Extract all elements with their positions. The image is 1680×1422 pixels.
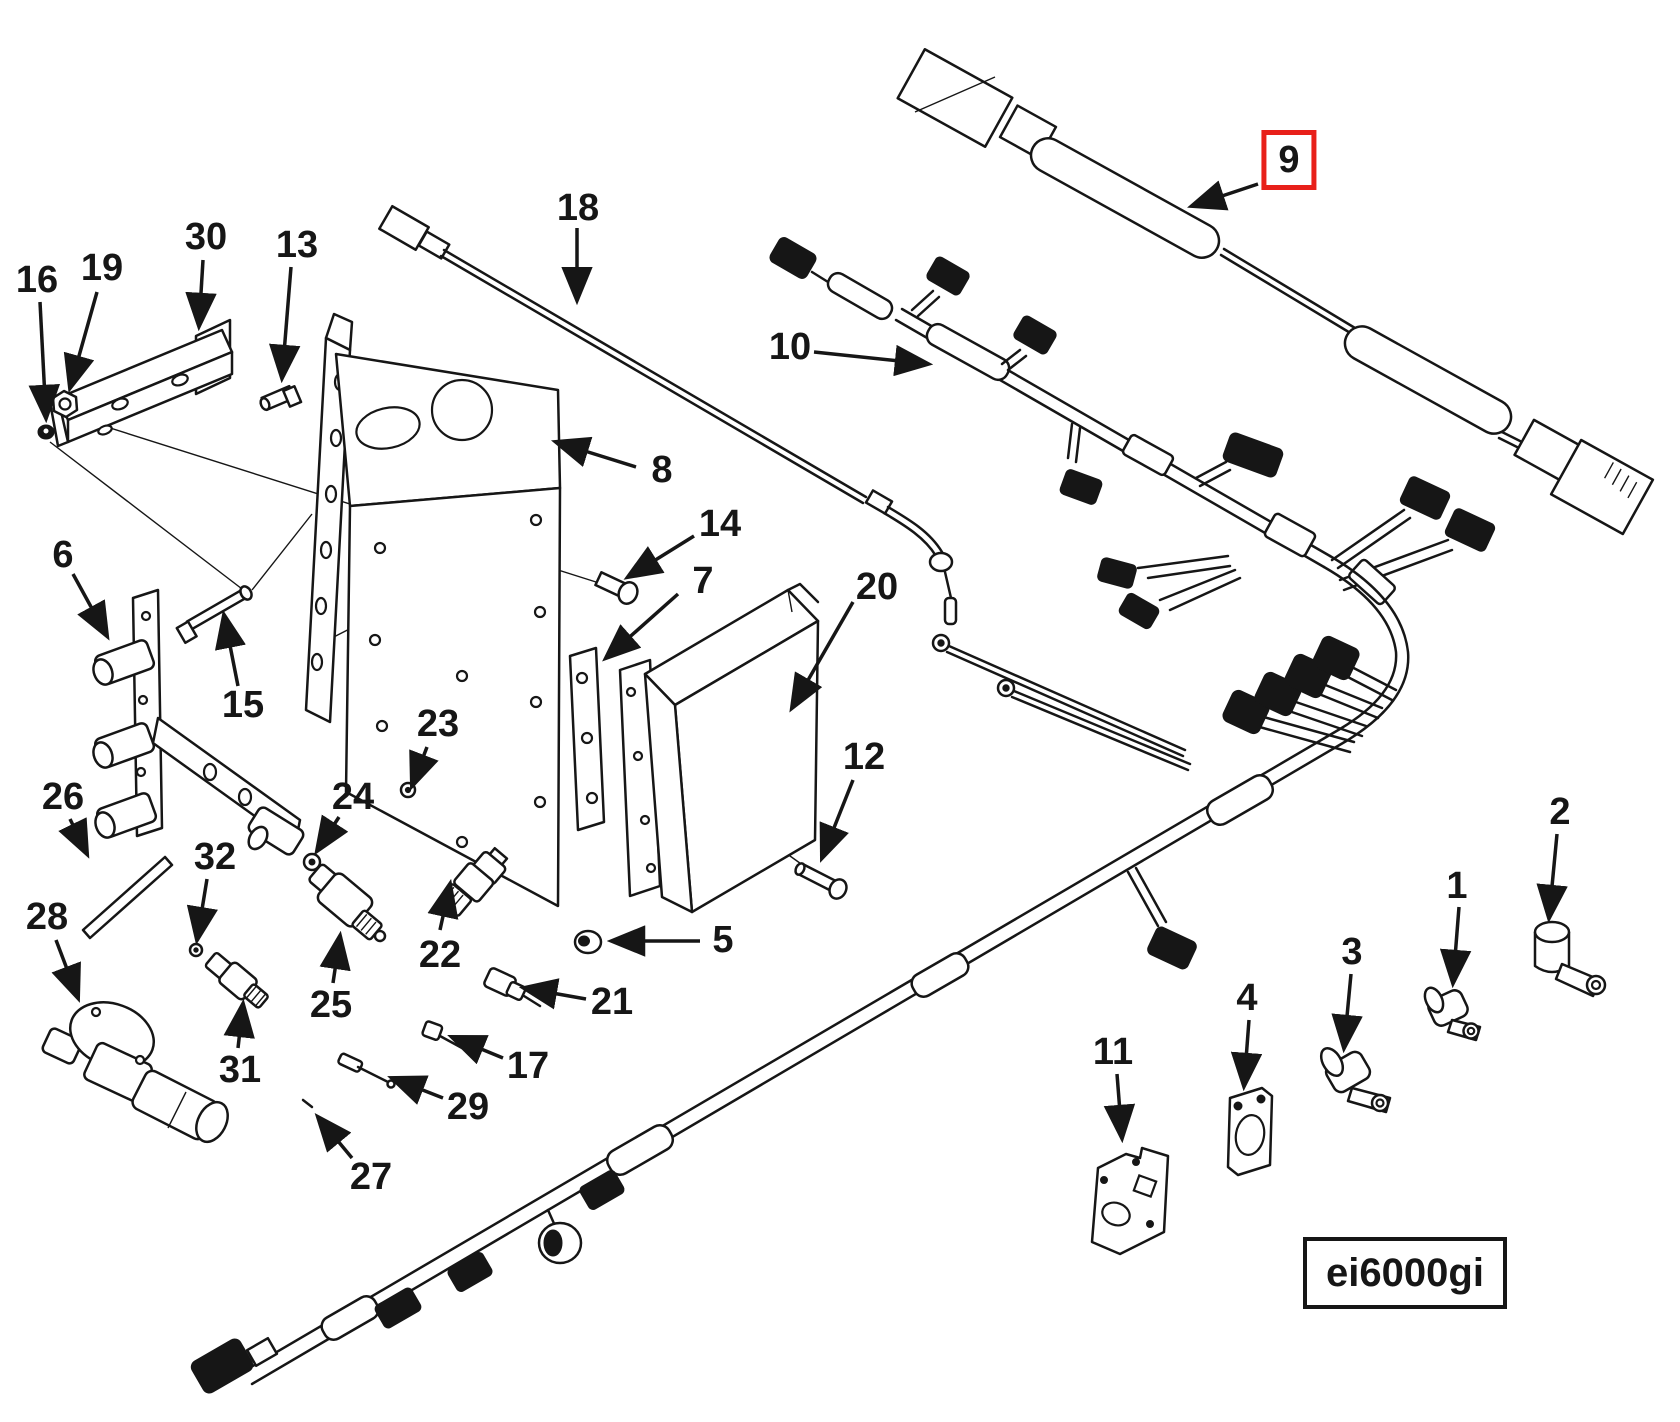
callout-label-15[interactable]: 15 [221,684,265,726]
callout-label-19[interactable]: 19 [80,247,124,289]
part-15-bolt [175,585,253,645]
part-24-washer [302,852,322,872]
callout-arrow-19 [63,291,99,394]
callout-label-25[interactable]: 25 [309,984,353,1026]
callout-arrow-3 [1331,973,1363,1054]
callout-arrow-13 [268,266,301,384]
callout-label-26[interactable]: 26 [41,776,85,818]
callout-label-27[interactable]: 27 [349,1156,393,1198]
callout-label-20[interactable]: 20 [855,566,899,608]
part-18-sensor-cable [378,204,958,626]
callout-arrow-16 [28,301,61,424]
callout-label-21[interactable]: 21 [590,981,634,1023]
callout-arrow-21 [518,978,587,1010]
callout-arrow-31 [223,998,255,1049]
callout-label-31[interactable]: 31 [218,1049,262,1091]
callout-arrow-12 [819,779,855,863]
callout-arrow-26 [58,817,90,859]
callout-label-14[interactable]: 14 [698,503,742,545]
part-19-flange-nut [51,389,79,419]
part-14-bolt [594,571,639,605]
part-2-clamp [1533,920,1607,998]
callout-label-10[interactable]: 10 [768,326,812,368]
callout-arrow-32 [186,878,218,946]
callout-label-2[interactable]: 2 [1549,791,1571,833]
callout-label-11[interactable]: 11 [1092,1031,1134,1073]
callout-label-7[interactable]: 7 [692,560,714,602]
part-32-washer [188,942,204,958]
callout-label-8[interactable]: 8 [651,449,673,491]
callout-label-12[interactable]: 12 [842,736,886,778]
callout-arrow-17 [447,1035,504,1065]
part-31-sensor [204,952,269,1009]
callout-label-32[interactable]: 32 [193,836,237,878]
callout-arrow-14 [623,534,695,580]
part-9-extension-cable [896,48,1655,536]
callout-label-16[interactable]: 16 [15,259,59,301]
callout-label-5[interactable]: 5 [712,919,734,961]
callout-arrow-8 [550,436,637,469]
callout-arrow-7 [602,592,680,662]
part-4-gasket [1226,1086,1274,1177]
part-17-fitting [421,1020,464,1050]
callout-arrow-22 [427,878,459,931]
callout-arrow-11 [1103,1073,1136,1144]
callout-arrow-15 [214,609,246,687]
callout-arrow-28 [51,939,81,1003]
callout-arrow-24 [314,814,349,856]
callout-arrow-2 [1536,833,1568,924]
part-5-grommet [573,929,603,955]
part-7-mounting-plate [568,646,606,832]
part-25-sensor [308,863,387,943]
callout-arrow-10 [813,344,934,377]
callout-label-29[interactable]: 29 [446,1086,490,1128]
part-3-clamp [1319,1047,1392,1114]
callout-arrow-4 [1230,1019,1263,1092]
callout-label-28[interactable]: 28 [25,896,69,938]
part-30-strap-bracket [48,318,234,448]
part-12-bolt [794,862,848,900]
callout-label-22[interactable]: 22 [418,934,462,976]
callout-label-6[interactable]: 6 [52,534,74,576]
callout-arrow-1 [1439,906,1472,989]
callout-arrows [28,180,1568,1160]
part-1-clamp [1423,986,1482,1042]
callout-label-13[interactable]: 13 [275,224,319,266]
callout-arrow-27 [314,1112,354,1160]
main-harness-loop [190,554,1410,1394]
callout-label-3[interactable]: 3 [1341,931,1363,973]
part-16-nut [37,424,55,440]
part-27-pin [301,1098,314,1109]
diagram-code-label: ei6000gi [1326,1250,1484,1295]
part-8-mounting-bracket [304,312,562,908]
callout-arrow-23 [409,746,439,791]
callout-arrow-30 [185,259,217,332]
part-21-fitting [483,967,542,1008]
part-13-bolt [259,384,303,412]
callout-label-1[interactable]: 1 [1446,865,1468,907]
part-26-strip [81,855,174,940]
part-29-fitting [337,1052,396,1089]
callout-label-30[interactable]: 30 [184,216,228,258]
part-11-gasket [1090,1146,1170,1256]
callout-label-17[interactable]: 17 [506,1045,550,1087]
callout-arrow-9 [1187,180,1259,211]
callout-label-4[interactable]: 4 [1236,977,1258,1019]
part-28-valve-assembly [41,1001,229,1144]
diagram-code-box: ei6000gi [1303,1237,1507,1309]
callout-arrow-6 [71,573,110,641]
callout-arrow-25 [319,930,351,984]
part-10-engine-harness [769,237,1496,772]
callout-label-24[interactable]: 24 [331,776,375,818]
part-20-ecm-module [643,582,820,914]
part-6-standoff-bracket [92,588,305,856]
callout-arrow-29 [387,1075,444,1105]
callout-label-9[interactable]: 9 [1261,130,1317,190]
callout-label-18[interactable]: 18 [556,187,600,229]
callout-arrow-20 [789,601,855,713]
callout-label-23[interactable]: 23 [416,703,460,745]
